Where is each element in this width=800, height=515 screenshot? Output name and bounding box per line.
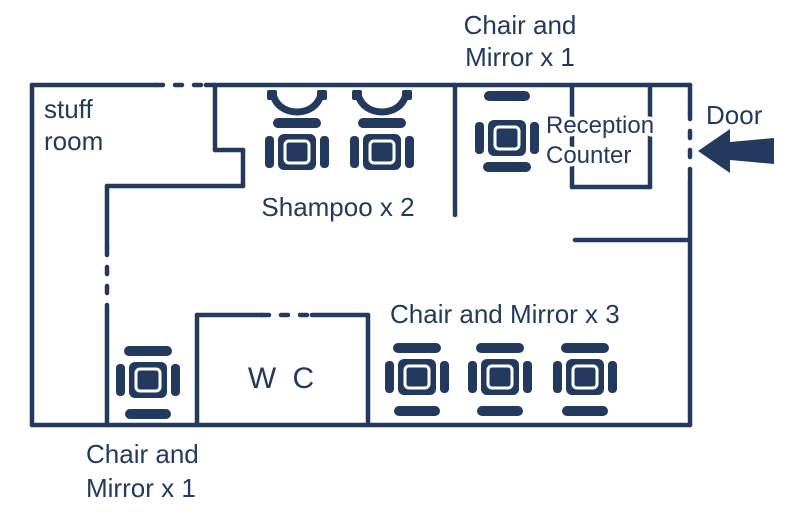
label-chair-mirror-right: Chair and Mirror x 3	[390, 299, 620, 329]
mirror-icon	[562, 406, 608, 416]
label-door: Door	[706, 100, 763, 130]
shampoo-basin-icon	[352, 90, 412, 112]
label-chair-mirror-bottom-line1: Chair and	[86, 439, 199, 469]
chair-icon	[473, 118, 541, 174]
label-stuff-room-line2: room	[44, 126, 103, 156]
label-shampoo: Shampoo x 2	[261, 192, 414, 222]
label-reception-line2: Counter	[546, 142, 631, 169]
shampoo-chair-icon	[348, 116, 416, 172]
label-chair-mirror-top-line1: Chair and	[464, 10, 577, 40]
chair-icon	[466, 341, 534, 397]
mirror-icon	[484, 91, 530, 101]
mirror-icon	[125, 409, 171, 419]
chair-icon	[551, 341, 619, 397]
label-reception-line1: Reception	[546, 112, 654, 139]
chair-icon	[114, 344, 182, 400]
label-chair-mirror-top-line2: Mirror x 1	[465, 42, 575, 72]
shampoo-basin-icon	[267, 90, 327, 112]
label-chair-mirror-bottom-line2: Mirror x 1	[86, 473, 196, 503]
door-arrow-icon	[698, 129, 774, 173]
label-stuff-room-line1: stuff	[44, 94, 93, 124]
shampoo-chair-icon	[263, 116, 331, 172]
chair-icon	[383, 341, 451, 397]
mirror-icon	[394, 406, 440, 416]
label-wc: W C	[248, 362, 318, 395]
mirror-icon	[477, 406, 523, 416]
